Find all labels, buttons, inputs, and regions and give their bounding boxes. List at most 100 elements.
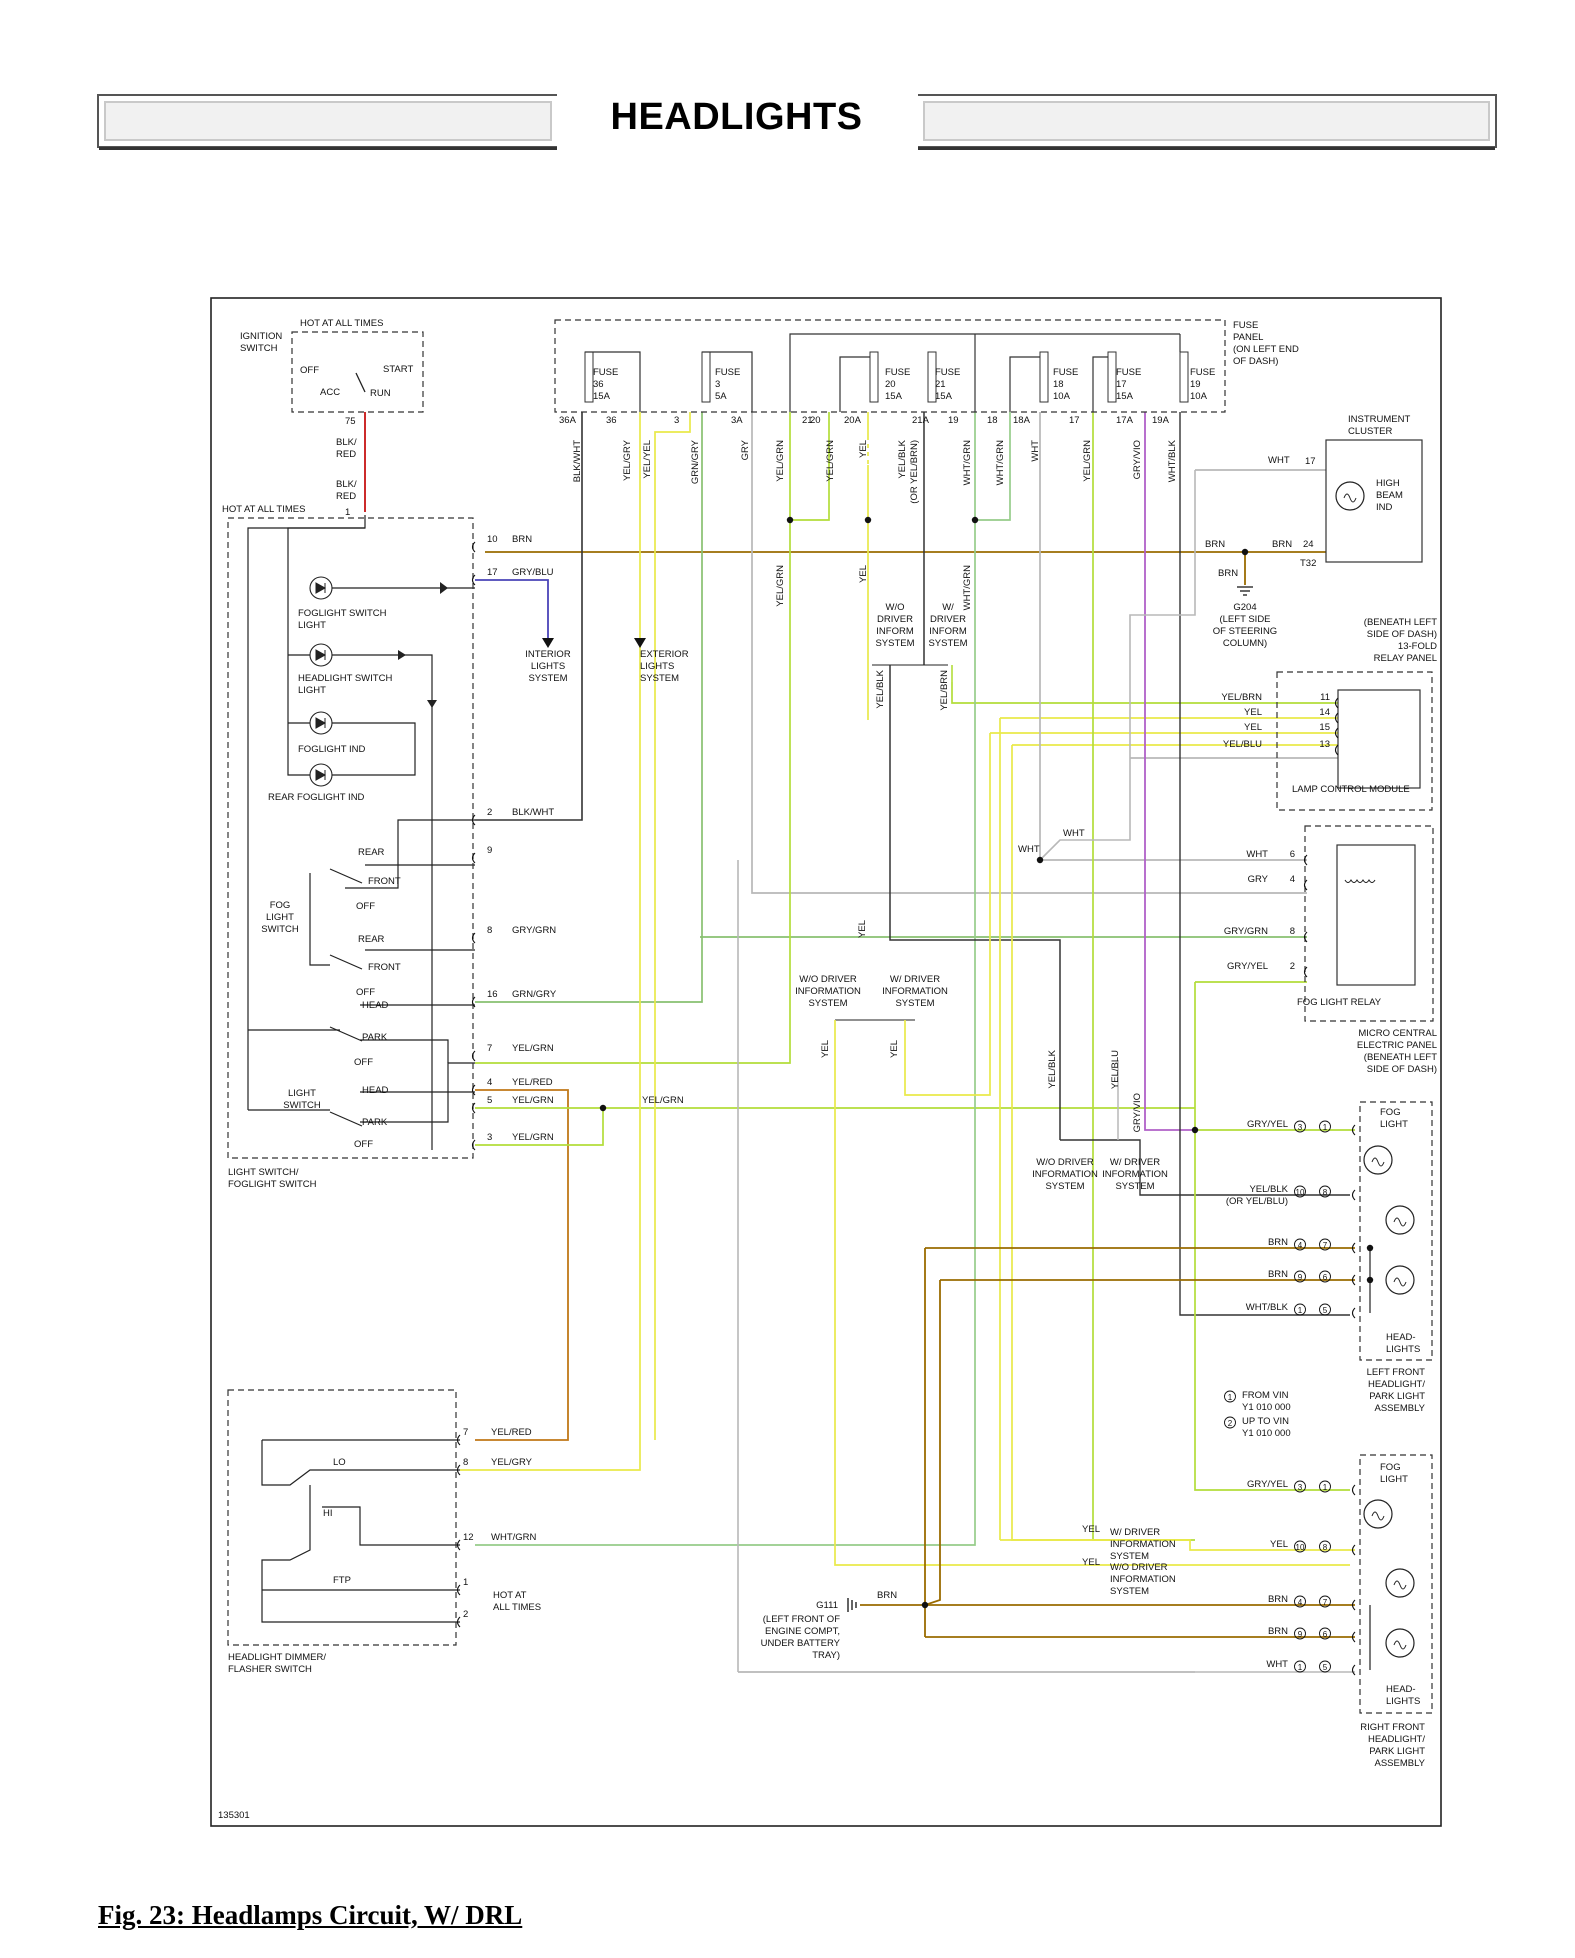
head: HEAD (362, 1000, 389, 1011)
high-beam-lamp (1335, 481, 1365, 511)
switch-run: RUN (370, 388, 391, 399)
wire-label: YEL (857, 920, 868, 938)
wire-label: GRY/BLU (512, 567, 554, 578)
yel-blk-drv (889, 665, 1061, 1140)
ignition-switch-box (291, 331, 424, 413)
pin-label: 9 (487, 845, 492, 856)
fuse-pin: 20 (810, 415, 821, 426)
micro-central-panel-box (1304, 825, 1434, 1022)
switch-wire (345, 819, 475, 889)
variant-marker (1224, 1390, 1236, 1403)
variant-marker (1294, 1540, 1306, 1553)
wire-brn: BRN (877, 1590, 897, 1601)
yel-brn-to-lcm (951, 682, 1338, 704)
relay-panel-box (1276, 671, 1433, 811)
wire-label: YEL/BRN (939, 670, 950, 711)
fog-switch-common (309, 873, 330, 966)
wire-wht: WHT (1063, 828, 1085, 839)
variant-marker (1294, 1627, 1306, 1640)
wire-label: YEL (858, 440, 869, 458)
switch-start: START (383, 364, 413, 375)
wire-label: WHT/GRN (962, 565, 973, 611)
rear: REAR (358, 934, 385, 945)
page-title: HEADLIGHTS (610, 96, 863, 138)
wire-label: YEL/GRN (512, 1095, 554, 1106)
fuse-pin: 3 (674, 415, 679, 426)
wire-label: YEL/BLK(OR YEL/BLU) (1226, 1184, 1289, 1207)
fuse-bus (839, 356, 870, 412)
wire-label: BRN (1268, 1626, 1288, 1637)
variant-number: 5 (1323, 1663, 1328, 1672)
headlamp-left-hi-filament (1393, 1277, 1407, 1287)
wire-label: BLK/WHT (572, 440, 583, 482)
connector-pin (456, 1539, 461, 1551)
fuse-element (1107, 351, 1117, 403)
pin-label: 1 (463, 1577, 468, 1588)
connector-pin (456, 1464, 461, 1476)
fuse-panel-box (554, 319, 1226, 413)
yel-w-driver (904, 1020, 991, 1096)
connector-t32: T32 (1300, 558, 1316, 569)
pin-label: 13 (1319, 739, 1330, 750)
fog-lamp-left-filament (1371, 1157, 1385, 1167)
variant-marker (1294, 1120, 1306, 1133)
wire-label: YEL/GRN (825, 440, 836, 482)
connector-pin (471, 932, 476, 944)
wire-label: GRY/GRN (1224, 926, 1268, 937)
header-bar-right (918, 94, 1497, 150)
switch-wire (360, 1039, 449, 1063)
yel-blk-lf (1060, 1139, 1350, 1196)
fuse-element (1179, 351, 1189, 403)
splice-dot (1366, 1244, 1374, 1252)
wire-label: BLK/WHT (512, 807, 554, 818)
variant-number: 3 (1298, 1483, 1303, 1492)
wire-label: YEL/GRN (775, 440, 786, 482)
connector-pin (456, 1584, 461, 1596)
brn-ground (924, 1280, 941, 1606)
pin-1: 1 (345, 507, 350, 518)
connector-pin (1334, 744, 1339, 756)
variant-marker (1319, 1660, 1331, 1673)
switch-blade (329, 1111, 363, 1127)
switch-blade (329, 954, 363, 970)
fuse-pin: 17 (1069, 415, 1080, 426)
wire-label: WHT (1030, 440, 1041, 462)
variant-number: 8 (1323, 1543, 1328, 1552)
pin-label: 15 (1319, 722, 1330, 733)
wire-label: GRY/VIO (1132, 1093, 1143, 1132)
yel-grn-fuse21 (789, 412, 830, 521)
front: FRONT (368, 962, 401, 973)
wire-label: BRN (512, 534, 532, 545)
park: PARK (362, 1117, 388, 1128)
diode (398, 650, 406, 660)
connector-pin (471, 852, 476, 864)
pin-label: 10 (487, 534, 498, 545)
fuse-pin: 19A (1152, 415, 1170, 426)
wht-blk-wire (1179, 412, 1350, 1316)
wire-label: YEL (1244, 722, 1262, 733)
gry-blu-wire (475, 579, 549, 640)
pin-label: 5 (487, 1095, 492, 1106)
wire-label: WHT/BLK (1246, 1302, 1289, 1313)
gry-vio-wire (1144, 412, 1195, 1131)
switch-lo: LO (333, 1457, 346, 1468)
switch-blade (329, 868, 363, 884)
variant-marker (1319, 1270, 1331, 1283)
hot-at-all-times: HOT AT ALL TIMES (300, 318, 383, 329)
wire-label: GRN/GRY (690, 439, 701, 484)
yel-grn-wire (475, 520, 791, 1064)
fuse-pin: 21 (802, 415, 813, 426)
connector-pin (471, 1139, 476, 1151)
pin-label: 2 (487, 807, 492, 818)
relay-coil (1344, 879, 1376, 883)
